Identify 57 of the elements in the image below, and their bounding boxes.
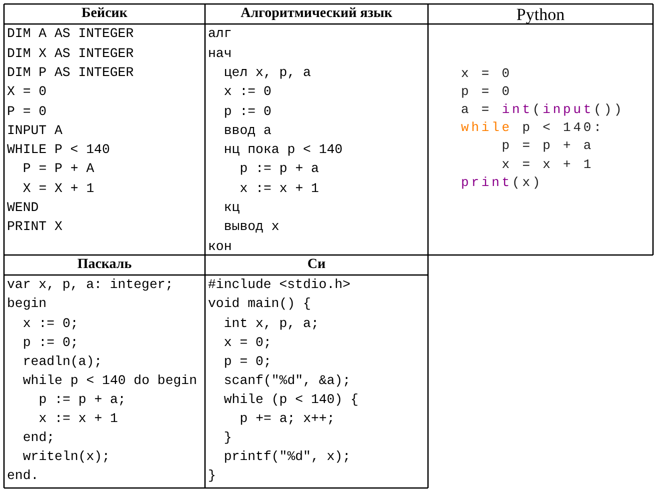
code-line: DIM P AS INTEGER xyxy=(7,66,134,80)
code-line: while (p < 140) { xyxy=(224,392,358,406)
code-line: scanf("%d", &a); xyxy=(224,374,351,388)
code-line: readln(a); xyxy=(22,354,102,368)
code-line: p := 0 xyxy=(224,104,272,118)
code-line: int x, p, a; xyxy=(224,316,319,330)
code-line: x = x + 1 xyxy=(502,158,594,170)
code-line: print(x) xyxy=(461,176,543,189)
code-line: writeln(x); xyxy=(22,450,110,464)
code-line: x := 0 xyxy=(224,85,272,98)
code-line: DIM X AS INTEGER xyxy=(7,46,134,60)
column-header: Python xyxy=(516,6,565,22)
code-line: } xyxy=(224,431,232,444)
code-line: P = P + A xyxy=(22,162,94,176)
code-line: x = 0; xyxy=(224,336,272,349)
code-line: WEND xyxy=(7,201,39,214)
code-line: DIM A AS INTEGER xyxy=(7,27,134,41)
code-line: алг xyxy=(208,27,232,41)
code-line: INPUT A xyxy=(7,124,62,138)
code-line: PRINT X xyxy=(7,220,62,234)
code-line: end. xyxy=(7,469,39,483)
code-line: p = 0 xyxy=(461,84,512,98)
code-line: WHILE P < 140 xyxy=(7,143,110,156)
code-line: p := 0; xyxy=(22,336,78,349)
code-line: кц xyxy=(224,201,240,214)
code-line: P = 0 xyxy=(7,104,47,118)
code-line: void main() { xyxy=(208,297,311,311)
code-line: printf("%d", x); xyxy=(224,450,351,464)
code-line: нц пока p < 140 xyxy=(224,143,343,156)
code-line: X = 0 xyxy=(7,85,47,98)
code-line: x := x + 1 xyxy=(38,412,118,426)
code-line: var x, p, a: integer; xyxy=(7,278,174,292)
column-header: Бейсик xyxy=(82,7,128,21)
code-line: X = X + 1 xyxy=(22,182,94,195)
code-line: p := p + a xyxy=(240,162,319,176)
column-header: Си xyxy=(307,258,326,272)
code-line: } xyxy=(208,469,216,483)
code-line: p := p + a; xyxy=(38,392,126,406)
code-line: #include <stdio.h> xyxy=(208,278,350,292)
code-line: a = int(input()) xyxy=(461,102,624,116)
code-line: end; xyxy=(22,431,55,444)
code-line: нач xyxy=(208,46,232,60)
code-line: p += a; x++; xyxy=(240,412,335,426)
code-line: p = p + a xyxy=(502,139,594,152)
code-line: кон xyxy=(208,240,232,253)
code-line: x := 0; xyxy=(22,316,78,330)
code-line: x := x + 1 xyxy=(240,182,319,195)
code-line: цел x, p, a xyxy=(224,66,311,80)
code-line: begin xyxy=(7,297,47,311)
code-line: вывод x xyxy=(224,220,280,234)
code-line: while p < 140: xyxy=(461,121,604,134)
code-line: p = 0; xyxy=(224,354,272,368)
code-line: ввод a xyxy=(224,124,272,138)
column-header: Алгоритмический язык xyxy=(240,7,392,21)
code-line: x = 0 xyxy=(461,66,512,80)
code-line: while p < 140 do begin xyxy=(22,374,197,388)
column-header: Паскаль xyxy=(77,258,132,272)
